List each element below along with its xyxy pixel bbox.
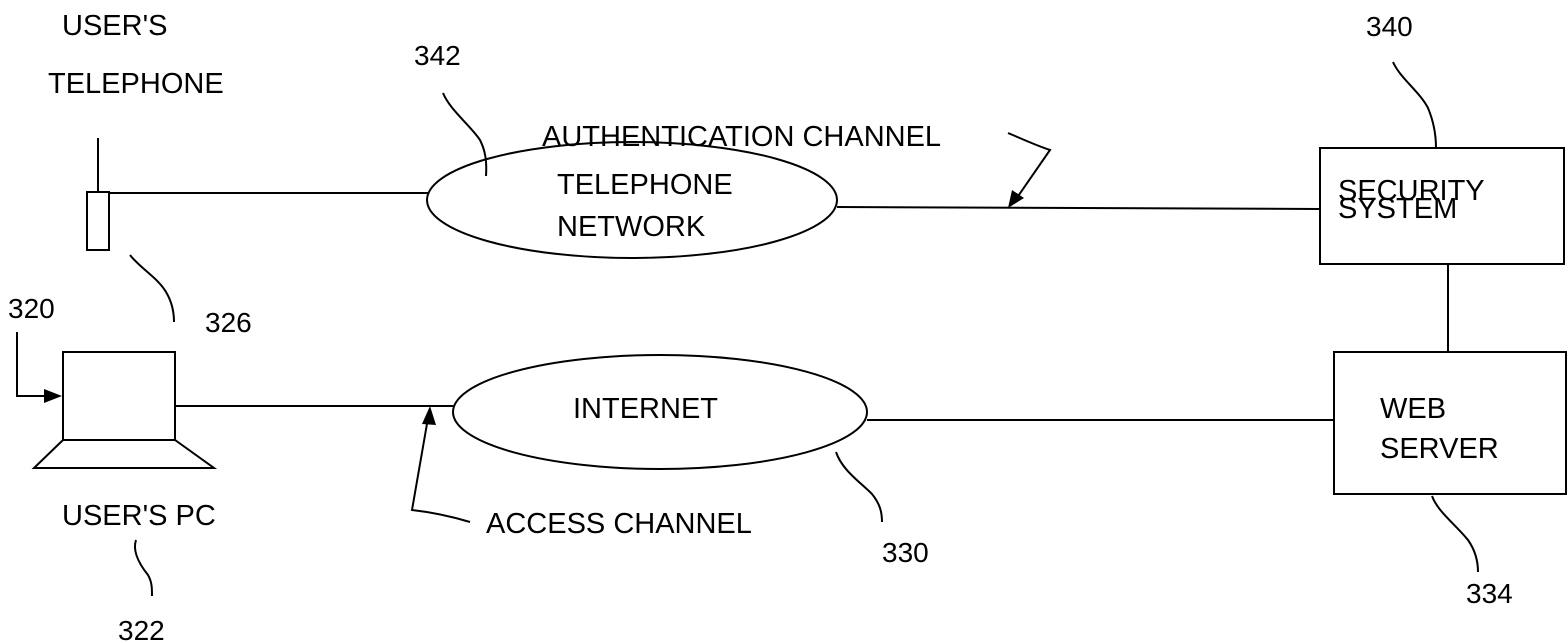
authentication-channel-label: AUTHENTICATION CHANNEL	[542, 121, 941, 153]
ref-322-leader	[134, 539, 153, 597]
users-pc-monitor	[62, 351, 176, 441]
access-channel-label: ACCESS CHANNEL	[486, 508, 752, 540]
ref-326-leader	[129, 254, 175, 323]
telephone-network-label-line2: NETWORK	[557, 211, 706, 243]
ref-320-arrowhead	[44, 389, 62, 403]
internet-ellipse	[452, 354, 868, 470]
ref-342-leader	[442, 92, 488, 177]
ref-340: 340	[1366, 11, 1413, 42]
ref-330-leader	[835, 451, 883, 523]
access-channel-pointer	[410, 417, 471, 523]
telephone-network-label-line1: TELEPHONE	[557, 169, 733, 201]
users-pc-label: USER'S PC	[62, 500, 216, 532]
web-server-label-line1: WEB	[1380, 393, 1446, 425]
web-server-label-line2: SERVER	[1380, 433, 1499, 465]
telephone-network-ellipse	[426, 141, 838, 259]
users-telephone-label-line2: TELEPHONE	[48, 68, 224, 100]
ref-334: 334	[1466, 578, 1513, 609]
security-system-label-line1: SECURITY	[1338, 175, 1485, 207]
users-pc-base	[31, 439, 218, 469]
ref-322: 322	[118, 615, 165, 643]
security-system-label-line2-visible: SYSTEM	[1338, 193, 1457, 225]
internet-label: INTERNET	[573, 393, 718, 425]
ref-330: 330	[882, 537, 929, 568]
ref-320-leader	[16, 332, 50, 397]
authentication-channel-pointer	[1007, 132, 1052, 203]
security-system-box	[1319, 147, 1565, 265]
ref-340-leader	[1392, 61, 1437, 149]
access-channel-arrowhead	[422, 406, 436, 425]
users-telephone-handset	[86, 191, 110, 251]
ref-320: 320	[8, 293, 55, 324]
users-telephone-label-line1: USER'S	[62, 10, 167, 42]
ref-342: 342	[414, 40, 461, 71]
authentication-channel-arrowhead	[1008, 190, 1024, 208]
web-server-box	[1333, 351, 1567, 495]
ref-334-leader	[1431, 495, 1479, 573]
ref-326: 326	[205, 307, 252, 338]
authentication-channel-line	[836, 206, 1321, 210]
